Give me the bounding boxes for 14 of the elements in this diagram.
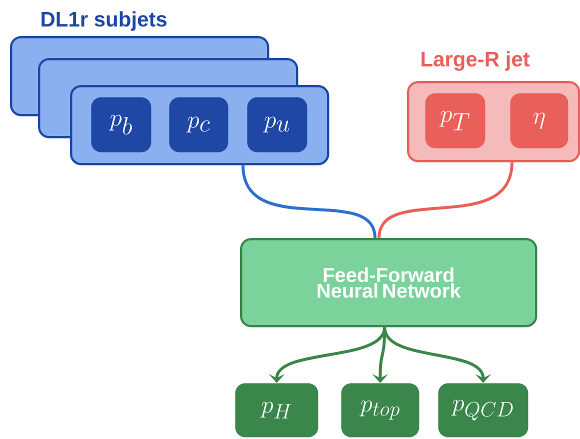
connector-line xyxy=(378,162,514,238)
probability-box: $p_b$ xyxy=(91,97,152,152)
probability-box: $p_c$ xyxy=(169,97,228,152)
card-heading: Large-R jet xyxy=(422,51,530,71)
probability-box: $p_u$ xyxy=(247,97,308,152)
connector-line xyxy=(242,164,376,238)
output-box: $p_{QCD}$ xyxy=(438,383,528,438)
output-box: $p_H$ xyxy=(235,383,318,438)
card-heading: DL1r subjets xyxy=(42,11,167,31)
feature-box: $\eta$ xyxy=(510,93,568,148)
feature-box: $p_T$ xyxy=(425,93,486,148)
network-box: Feed-Forward Neural Network xyxy=(240,238,538,328)
arrow xyxy=(383,326,492,383)
output-box: $p_{top}$ xyxy=(341,383,420,438)
